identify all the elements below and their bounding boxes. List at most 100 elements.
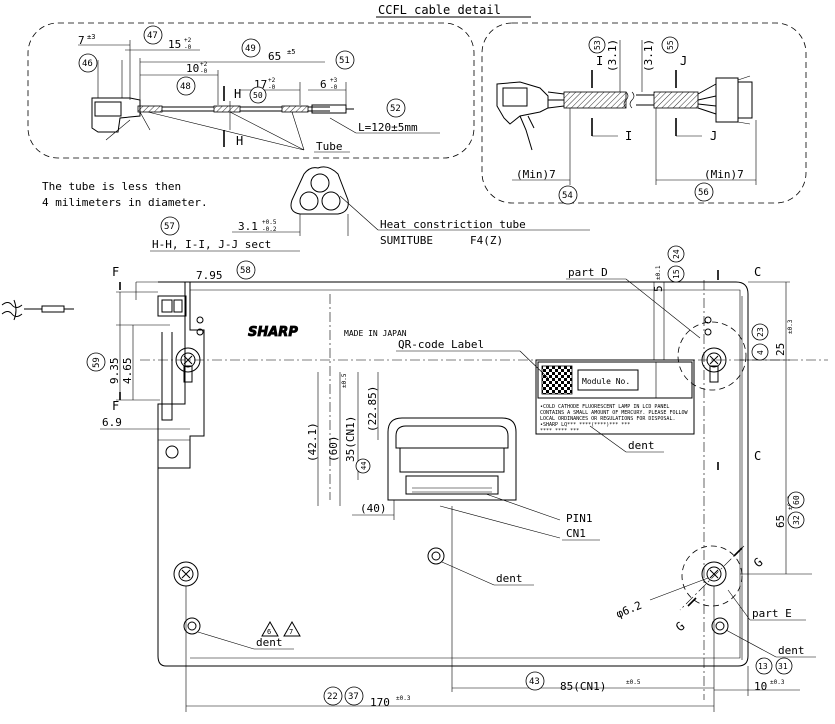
dim-7-tol: ±3 (87, 33, 95, 41)
cn1-connector (387, 417, 517, 501)
qr-code-label: Module No. •COLD CATHODE FLUORESCENT LAM… (535, 359, 695, 435)
warning-line-4: •SHARP LQ*** ****(****)*** *** (540, 422, 630, 428)
tube-note-line2: 4 milimeters in diameter. (42, 196, 208, 209)
dim-25-tol: ±0.3 (787, 319, 794, 334)
dim-22-85: (22.85) (366, 386, 379, 432)
screw-bottom-right (701, 561, 727, 587)
dim-60: (60) (327, 436, 340, 463)
balloon-43: 43 (529, 677, 540, 687)
balloon-44: 44 (360, 462, 368, 470)
section-H-bottom: H (236, 134, 243, 148)
balloon-59: 59 (92, 357, 102, 368)
balloon-53: 53 (593, 40, 602, 50)
dim-85-cn1-tol: ±0.5 (626, 679, 641, 686)
tube-label: Tube (316, 140, 343, 153)
balloon-49: 49 (245, 44, 256, 54)
dim-7-95: 7.95 (196, 269, 223, 282)
balloon-55: 55 (666, 40, 675, 50)
dim-40: (40) (360, 502, 387, 515)
dim-3-1-tol-dn: -0.2 (262, 226, 277, 233)
warn-tri-7: 7 (289, 628, 293, 636)
section-G-left: G (673, 619, 688, 634)
sumitube-code: F4(Z) (470, 234, 503, 247)
screw-top-left (175, 347, 201, 383)
dim-15-tol-dn: -0 (184, 44, 192, 51)
dim-10-bottom: 10 (754, 680, 767, 693)
qr-label-title: QR-code Label (398, 338, 484, 351)
balloon-4: 4 (756, 350, 765, 355)
dim-85-cn1: 85(CN1) (560, 680, 606, 693)
dim-3-1-right: (3.1) (642, 39, 655, 72)
dim-17-tol-dn: -0 (268, 84, 276, 91)
dim-5-tol: ±0.1 (655, 265, 662, 280)
dent-label-right: dent (778, 644, 805, 657)
dim-5: 5 (652, 285, 665, 292)
dim-7: 7 (78, 34, 85, 47)
dim-min7-right: (Min)7 (704, 168, 744, 181)
dim-35-cn1-tol: ±0.5 (341, 373, 348, 388)
dim-6-tol-up: +3 (330, 77, 338, 84)
balloon-57: 57 (164, 222, 175, 232)
warning-line-1: •COLD CATHODE FLUORESCENT LAMP IN LCD PA… (540, 404, 669, 410)
dim-10-bottom-tol: ±0.3 (770, 679, 785, 686)
dim-3-1-tube: 3.1 (238, 220, 258, 233)
section-I-top: I (596, 54, 603, 68)
section-C-top: C (754, 265, 761, 279)
warning-line-2: CONTAINS A SMALL AMOUNT OF MERCURY. PLEA… (540, 410, 688, 416)
dim-65: 65 (268, 50, 281, 63)
balloon-23: 23 (756, 327, 765, 337)
dim-min7-left: (Min)7 (516, 168, 556, 181)
made-in-label: MADE IN JAPAN (344, 329, 407, 338)
balloon-15: 15 (672, 269, 681, 279)
dim-170-tol: ±0.3 (396, 695, 411, 702)
dim-9-35: 9.35 (108, 358, 121, 385)
dent-circle-2 (427, 547, 445, 565)
balloon-24: 24 (672, 249, 681, 259)
section-G-right: G (751, 555, 766, 570)
dent-circle-3 (711, 617, 729, 635)
balloon-58: 58 (240, 266, 251, 276)
warning-line-3: LOCAL ORDINANCES OR REGULATIONS FOR DISP… (540, 416, 675, 422)
left-bracket (158, 281, 205, 469)
balloon-52: 52 (390, 104, 401, 114)
part-e-label: part E (752, 607, 792, 620)
warn-tri-6: 6 (267, 628, 271, 636)
dim-17-tol-up: +2 (268, 77, 276, 84)
sumitube-label: SUMITUBE (380, 234, 433, 247)
balloon-32: 32 (792, 515, 801, 525)
dim-3-1-left: (3.1) (606, 39, 619, 72)
dim-65-tol: ±5 (287, 48, 295, 56)
section-F-bottom: F (112, 399, 119, 413)
heat-tube-section (290, 166, 349, 215)
section-J-bottom: J (710, 129, 717, 143)
screw-bottom-left (173, 561, 199, 587)
part-d-label: part D (568, 266, 608, 279)
cable-detail-panel (27, 22, 475, 159)
dim-170: 170 (370, 696, 390, 709)
balloon-56: 56 (698, 188, 709, 198)
dim-6-tol-dn: -0 (330, 84, 338, 91)
balloon-50: 50 (253, 91, 263, 100)
dim-25: 25 (774, 343, 787, 356)
dent-label-center: dent (496, 572, 523, 585)
tube-note-line1: The tube is less then (42, 180, 181, 193)
screw-top-right (701, 347, 727, 383)
section-F-top: F (112, 265, 119, 279)
balloon-13: 13 (758, 662, 768, 671)
balloon-51: 51 (339, 56, 350, 66)
balloon-54: 54 (562, 191, 573, 201)
section-label: H-H, I-I, J-J sect (152, 238, 271, 251)
dim-15: 15 (168, 38, 181, 51)
module-outline (157, 281, 749, 667)
warning-line-5: **** **** *** (540, 428, 579, 434)
cn1-label: CN1 (566, 527, 586, 540)
dim-6-9: 6.9 (102, 416, 122, 429)
module-no-label: Module No. (582, 377, 630, 386)
heat-tube-label: Heat constriction tube (380, 218, 526, 231)
dim-10-tol-up: +2 (200, 61, 208, 68)
balloon-48: 48 (180, 82, 191, 92)
balloon-47: 47 (147, 31, 158, 41)
sharp-logo: SHARP (248, 325, 298, 340)
dim-10-tol-dn: -0 (200, 68, 208, 75)
